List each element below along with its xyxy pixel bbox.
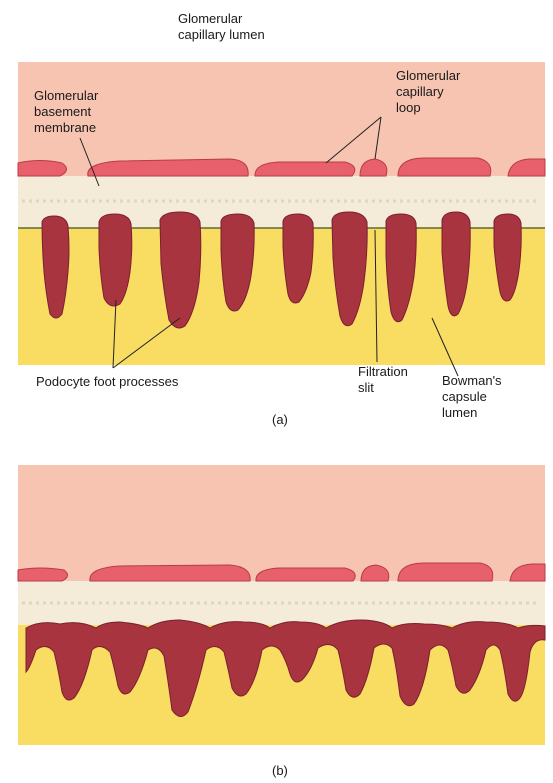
label-filtration-slit: Filtration slit <box>358 364 408 396</box>
endothelial-cell <box>255 162 355 176</box>
endothelial-cell <box>90 565 250 581</box>
caption-panel-a: (a) <box>272 412 288 427</box>
label-capillary-loop: Glomerular capillary loop <box>396 68 460 116</box>
endothelial-cell <box>398 158 491 176</box>
endothelial-cell <box>398 563 493 581</box>
endothelial-cell <box>18 568 68 581</box>
label-capillary-lumen: Glomerular capillary lumen <box>178 11 265 43</box>
label-basement-membrane: Glomerular basement membrane <box>34 88 98 136</box>
endothelial-cell <box>256 568 355 581</box>
endothelial-cell <box>18 161 67 177</box>
caption-panel-b: (b) <box>272 763 288 778</box>
label-podocyte-foot-processes: Podocyte foot processes <box>36 374 178 390</box>
panel-b <box>18 465 545 745</box>
endothelial-cell <box>88 159 248 176</box>
label-bowmans-capsule-lumen: Bowman's capsule lumen <box>442 373 502 421</box>
